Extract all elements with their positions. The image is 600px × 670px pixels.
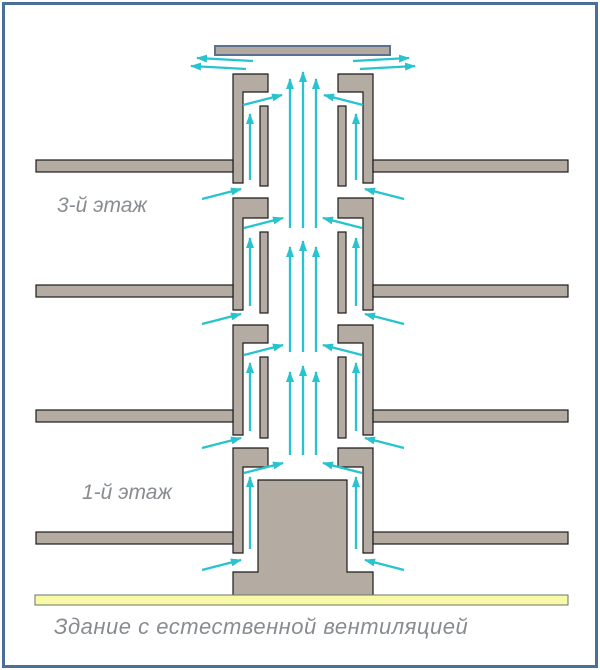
airflow-arrow	[196, 54, 254, 63]
shaft-wall-left-top	[232, 73, 269, 184]
shaft-inner-wall-right-f2	[337, 231, 347, 314]
floor-1-label: 1-й этаж	[82, 481, 172, 504]
shaft-base-pedestal	[232, 479, 374, 598]
airflow-arrow	[364, 312, 405, 326]
shaft-inner-wall-right-f1	[337, 356, 347, 439]
airflow-arrow	[190, 62, 247, 71]
shaft-wall-right-f2	[337, 197, 374, 311]
floor1-slab-left	[35, 531, 234, 545]
shaft-wall-right-top	[337, 73, 374, 184]
shaft-inner-wall-left-f2	[259, 231, 269, 314]
floor1-slab-right	[372, 531, 569, 545]
airflow-arrow	[323, 93, 364, 107]
exhaust-cap	[214, 45, 391, 56]
shaft-wall-left-f1b	[232, 324, 269, 436]
airflow-arrow	[243, 216, 284, 230]
floor3-slab-right	[372, 284, 569, 298]
roof-slab-right	[372, 159, 569, 173]
ground-strip	[34, 594, 569, 606]
building-shapes	[34, 45, 569, 606]
diagram-caption: Здание с естественной вентиляцией	[54, 614, 469, 639]
floor3-slab-left	[35, 284, 234, 298]
floor2-slab-right	[372, 409, 569, 423]
airflow-arrow	[364, 558, 405, 572]
airflow-arrow	[352, 54, 410, 63]
airflow-arrows	[190, 54, 416, 572]
airflow-arrow	[243, 461, 284, 475]
airflow-arrow	[242, 93, 283, 107]
airflow-arrow	[201, 436, 242, 450]
airflow-arrow	[201, 312, 242, 326]
floor-3-label: 3-й этаж	[57, 194, 147, 217]
airflow-arrow	[322, 343, 363, 357]
shaft-wall-right-ground	[337, 447, 374, 554]
shaft-wall-left-f2	[232, 197, 269, 311]
airflow-arrow	[243, 343, 284, 357]
floor2-slab-left	[35, 409, 234, 423]
airflow-arrow	[364, 187, 405, 201]
shaft-wall-right-f1b	[337, 324, 374, 436]
airflow-arrow	[322, 461, 363, 475]
shaft-inner-wall-left-f1	[259, 356, 269, 439]
airflow-arrow	[201, 558, 242, 572]
airflow-arrow	[359, 62, 416, 71]
shaft-inner-wall-right-f3	[337, 105, 347, 187]
roof-slab-left	[35, 159, 234, 173]
shaft-inner-wall-left-f3	[259, 105, 269, 187]
airflow-arrow	[322, 216, 363, 230]
shaft-wall-left-ground	[232, 447, 269, 554]
airflow-arrow	[364, 436, 405, 450]
airflow-arrow	[201, 187, 242, 201]
